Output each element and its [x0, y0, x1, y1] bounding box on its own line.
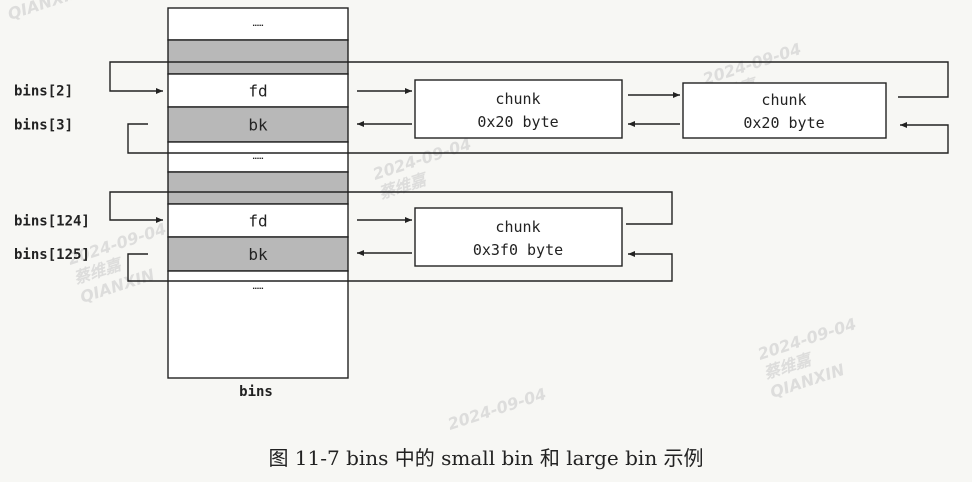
- chunk-box: chunk 0x20 byte: [682, 82, 887, 139]
- bin-index-label: bins[125]: [14, 247, 90, 263]
- watermark: 2024-09-04 蔡维嘉 QIANXIN: [755, 314, 858, 402]
- bin-index-label: bins[2]: [14, 84, 73, 100]
- chunk-size: 0x3f0 byte: [473, 241, 563, 259]
- bk-wrap-arrow: [127, 122, 949, 154]
- bin-index-labels: bins[2] bins[3] bins[124] bins[125]: [14, 84, 90, 264]
- pointer-field-label: fd: [248, 82, 267, 101]
- pointer-field-label: fd: [248, 212, 267, 231]
- ellipsis-text: ……: [253, 282, 264, 292]
- bins-row-shaded: [167, 236, 349, 272]
- watermark: QIANXIN: [5, 0, 85, 24]
- ellipsis-text: ……: [253, 152, 264, 162]
- chunk-size: 0x20 byte: [743, 114, 824, 132]
- pointer-field-label: bk: [248, 245, 268, 264]
- ellipsis-text: ……: [253, 19, 264, 29]
- bins-row-shaded: [167, 39, 349, 75]
- svg-text:QIANXIN: QIANXIN: [5, 0, 85, 24]
- bins-row: [167, 203, 349, 238]
- pointer-field-label: bk: [248, 116, 268, 135]
- bins-array: …… fd bk …… fd bk ……: [167, 7, 349, 379]
- bin-index-label: bins[124]: [14, 214, 90, 230]
- svg-text:2024-09-04: 2024-09-04: [445, 384, 548, 434]
- bins-array-label: bins: [239, 384, 273, 400]
- bin-index-label: bins[3]: [14, 118, 73, 134]
- chunk-title: chunk: [495, 90, 540, 108]
- bins-row-shaded: [167, 171, 349, 205]
- link-arrows: [109, 61, 949, 282]
- fd-wrap-arrow: [109, 61, 949, 98]
- fd-wrap-arrow: [109, 191, 673, 225]
- chunk-box: chunk 0x3f0 byte: [414, 207, 623, 267]
- chunk-title: chunk: [761, 91, 806, 109]
- chunk-box: chunk 0x20 byte: [414, 79, 623, 139]
- bins-row: [167, 141, 349, 173]
- chunk-title: chunk: [495, 218, 540, 236]
- watermark: 2024-09-04: [445, 384, 548, 434]
- bk-wrap-arrow: [127, 251, 673, 282]
- bins-row: [167, 270, 349, 379]
- bins-row: [167, 73, 349, 108]
- chunk-size: 0x20 byte: [477, 113, 558, 131]
- bins-row-shaded: [167, 106, 349, 143]
- figure-caption: 图 11-7 bins 中的 small bin 和 large bin 示例: [268, 446, 704, 470]
